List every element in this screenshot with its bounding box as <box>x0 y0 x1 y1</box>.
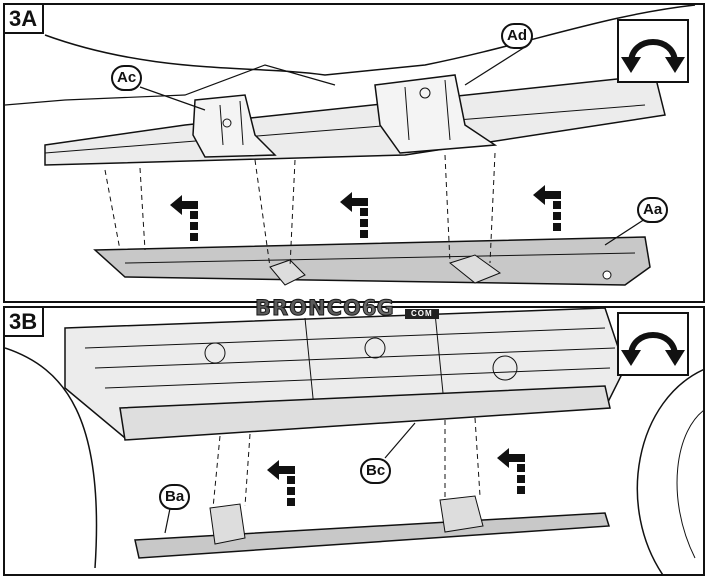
body-edge <box>5 64 336 106</box>
panel-3a-label: 3A <box>5 5 45 34</box>
logo-suffix-text: COM <box>405 309 439 319</box>
remove-arrow-icon <box>267 460 295 506</box>
panel-3b-drawing <box>5 308 703 574</box>
rocker-sill <box>119 385 611 441</box>
alignment-lines <box>104 152 496 268</box>
bracket-ad <box>374 74 498 154</box>
bolt <box>419 87 431 99</box>
remove-arrow-icon <box>497 448 525 494</box>
mount-foot <box>448 254 502 284</box>
bracket-ac <box>192 94 277 158</box>
front-wheel-arc <box>5 347 98 569</box>
body-outline <box>44 5 696 76</box>
remove-arrow-icon <box>340 192 368 238</box>
mount-foot <box>269 259 306 286</box>
step-bracket <box>209 503 246 545</box>
panel-3b-label: 3B <box>5 308 45 337</box>
callout-ba: Ba <box>159 484 191 510</box>
logo-main-text: BRONCO <box>255 296 362 321</box>
callout-ac: Ac <box>111 65 143 91</box>
upper-rail <box>44 74 666 166</box>
alignment-lines <box>212 417 481 509</box>
rear-wheel-arc <box>636 369 703 574</box>
remove-arrow-icon <box>533 185 561 231</box>
callout-ad: Ad <box>501 23 533 49</box>
rotate-view-icon <box>617 312 689 376</box>
step-bar-ba <box>134 512 610 559</box>
panel-3a-drawing <box>5 5 696 286</box>
step-bracket <box>439 495 484 533</box>
panel-3a: 3A <box>3 3 705 303</box>
bronco6g-logo: BRONCO6G COM <box>255 296 439 321</box>
bolt <box>222 118 232 128</box>
panel-3b: 3B <box>3 306 705 576</box>
logo-number-text: 6G <box>361 296 394 321</box>
callout-bc: Bc <box>360 458 392 484</box>
running-board-aa <box>93 236 651 286</box>
callout-aa: Aa <box>637 197 669 223</box>
rotate-view-icon <box>617 19 689 83</box>
remove-arrow-icon <box>170 195 198 241</box>
